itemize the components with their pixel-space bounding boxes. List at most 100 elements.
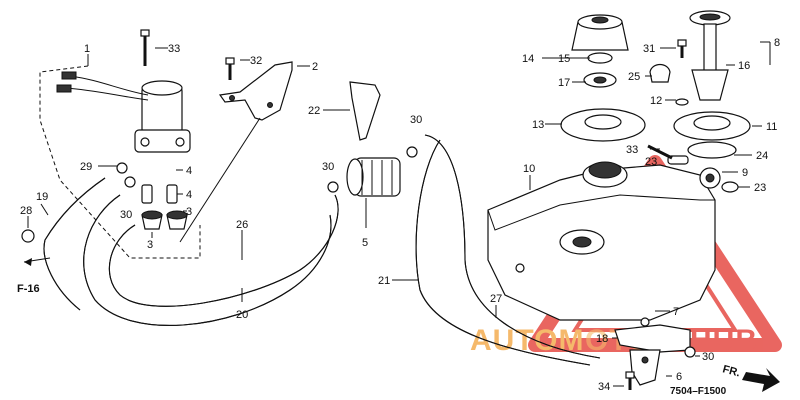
watermark-text-left: AUTOM (470, 324, 584, 357)
fuel-cap-knob (591, 16, 609, 24)
callout-16: 16 (738, 60, 750, 72)
hose-20-fill (83, 194, 332, 327)
callout-21: 21 (378, 275, 390, 287)
hose-19-outline (43, 177, 106, 311)
hose-clamp-30 (124, 176, 136, 188)
callout-30c: 30 (410, 114, 422, 126)
hose-clamp-29 (116, 162, 128, 174)
hose-27-fill (424, 134, 601, 359)
bolt-31-head (677, 39, 687, 47)
callout-29: 29 (80, 161, 92, 173)
leader-lines (27, 41, 771, 387)
callout-32: 32 (250, 55, 262, 67)
pump-bracket (218, 61, 293, 121)
fuel-pump-top (141, 80, 183, 96)
washer-7 (640, 317, 650, 327)
callout-28: 28 (20, 205, 32, 217)
wire-connector-a (61, 71, 77, 80)
hose-21-fill (415, 139, 591, 366)
direction-label: FR. (721, 363, 741, 379)
callout-22: 22 (308, 105, 320, 117)
fuel-tank-group (487, 161, 716, 321)
callout-23b: 23 (754, 182, 766, 194)
filler-funnel (691, 69, 729, 101)
callout-25: 25 (628, 71, 640, 83)
callout-13: 13 (532, 119, 544, 131)
pump-wire-b (64, 87, 149, 101)
tank-flange-24 (687, 141, 737, 159)
callout-24: 24 (756, 150, 768, 162)
bolt-34-head (625, 371, 635, 379)
callout-6: 6 (676, 371, 682, 383)
filter-clamp-30b (406, 146, 418, 158)
filter-clamp-30 (327, 181, 339, 193)
ref-label: F-16 (17, 283, 40, 295)
fuel-tank-mount-hole (515, 263, 525, 273)
bolt-33b (647, 144, 673, 160)
clamp-30c (684, 346, 696, 358)
callout-19: 19 (36, 191, 48, 203)
diagram-code: 7504–F1500 (670, 386, 727, 397)
fuel-filter-end (346, 158, 364, 196)
callout-3b: 3 (147, 239, 153, 251)
hose-clip (349, 81, 381, 141)
direction-indicator: FR. (721, 363, 780, 392)
callout-30d: 30 (702, 351, 714, 363)
bolt-33-head (140, 29, 150, 37)
lower-bracket-group (614, 317, 696, 390)
cap-assembly-group (560, 10, 751, 193)
bracket-leader (179, 117, 261, 243)
callout-1: 1 (84, 43, 90, 55)
callout-20: 20 (236, 309, 248, 321)
fuel-pump-group (39, 29, 201, 259)
hose-lines (43, 134, 601, 366)
grommet-a-top (141, 210, 163, 220)
bolt-32-head (225, 57, 235, 65)
callout-7: 7 (673, 306, 679, 318)
filler-cap-8-center (699, 13, 721, 21)
callout-9: 9 (742, 167, 748, 179)
callout-10: 10 (523, 163, 535, 175)
grommet-b-top (166, 210, 188, 220)
bracket-group (179, 57, 293, 243)
callout-2: 2 (312, 61, 318, 73)
callout-34: 34 (598, 381, 610, 393)
direction-arrow-icon (742, 368, 780, 392)
callout-26: 26 (236, 219, 248, 231)
callout-11: 11 (766, 121, 777, 133)
callout-33b: 33 (626, 144, 638, 156)
callout-27: 27 (490, 293, 502, 305)
collar-23b (721, 181, 739, 193)
clamp-25 (649, 63, 671, 83)
callout-31: 31 (643, 43, 655, 55)
pump-port-b (175, 137, 185, 147)
reference-f16: F-16 (17, 257, 51, 295)
cap-seal-15 (587, 52, 613, 64)
collar-23a (667, 155, 689, 165)
bracket-hole-a (229, 95, 235, 101)
watermark-text-right: HUB (690, 324, 758, 357)
tank-flange-11-hole (693, 115, 731, 131)
callout-23a: 23 (645, 156, 657, 168)
bracket-hole-b (267, 102, 273, 108)
callout-5: 5 (362, 237, 368, 249)
fuel-tank-seam (487, 194, 715, 231)
pump-pipe-a (141, 184, 153, 204)
pump-port-a (140, 137, 150, 147)
callout-4b: 4 (186, 189, 192, 201)
hose-19-fill (43, 177, 106, 311)
callout-3a: 3 (186, 206, 192, 218)
cap-washer-17-hole (593, 76, 607, 84)
fuel-filter-group (327, 146, 418, 197)
wire-connector-b (56, 84, 72, 93)
callout-17: 17 (558, 77, 570, 89)
callout-4a: 4 (186, 165, 192, 177)
fuel-tank-pump-port-center (572, 236, 592, 248)
filler-tube-16 (703, 23, 717, 75)
pump-pipe-b (166, 184, 178, 204)
grommet-9-hole (705, 173, 715, 183)
hose-26-outline (108, 194, 339, 307)
bracket-6 (629, 349, 661, 386)
callout-8: 8 (774, 37, 780, 49)
